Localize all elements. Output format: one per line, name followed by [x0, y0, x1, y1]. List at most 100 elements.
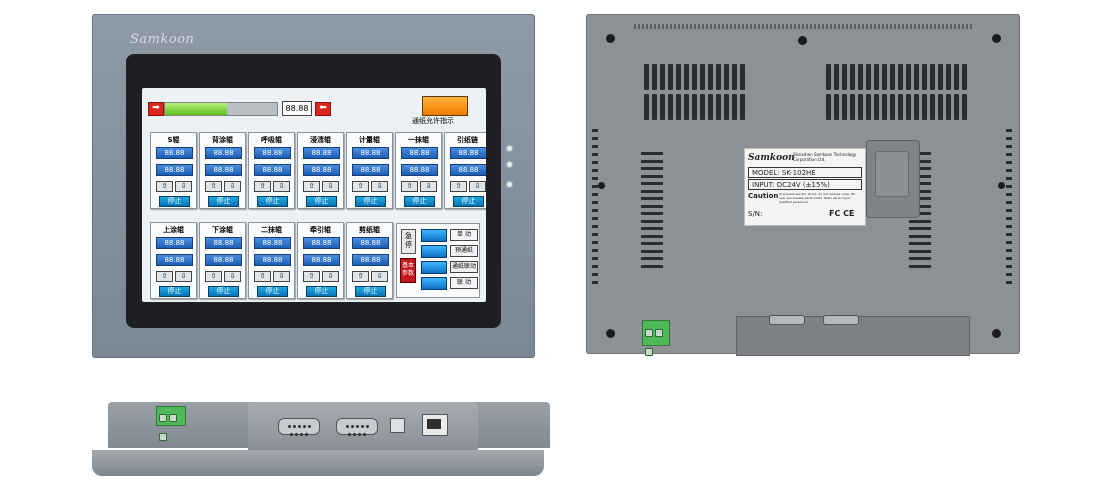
- vent-slot: [690, 24, 692, 29]
- vent-slot: [938, 64, 943, 90]
- stop-button[interactable]: 停止: [159, 196, 190, 207]
- vent-slot: [909, 197, 931, 200]
- increase-button[interactable]: ⬅: [315, 102, 331, 116]
- up-arrow-button[interactable]: ⇧: [450, 181, 467, 192]
- roller-value-2: 88.88: [156, 254, 193, 266]
- down-arrow-button[interactable]: ⇩: [175, 271, 192, 282]
- basic-param-button[interactable]: 基本参数: [400, 258, 416, 283]
- stop-button[interactable]: 停止: [257, 196, 288, 207]
- vent-slot: [834, 94, 839, 120]
- vent-slot: [1006, 249, 1012, 252]
- up-arrow-button[interactable]: ⇧: [303, 181, 320, 192]
- down-arrow-button[interactable]: ⇩: [322, 181, 339, 192]
- vent-slot: [1006, 145, 1012, 148]
- vent-slot: [962, 64, 967, 90]
- up-arrow-button[interactable]: ⇧: [401, 181, 418, 192]
- stop-button[interactable]: 停止: [355, 286, 386, 297]
- stop-button[interactable]: 停止: [404, 196, 435, 207]
- vent-slot: [914, 94, 919, 120]
- vent-slot: [670, 24, 672, 29]
- up-arrow-button[interactable]: ⇧: [254, 181, 271, 192]
- vent-slot: [652, 64, 657, 90]
- vent-slot: [930, 94, 935, 120]
- vent-slot: [592, 193, 598, 196]
- vent-slot: [946, 94, 951, 120]
- vent-slot: [592, 177, 598, 180]
- vent-slot: [962, 94, 967, 120]
- up-arrow-button[interactable]: ⇧: [156, 271, 173, 282]
- vent-slot: [658, 24, 660, 29]
- vent-slot: [774, 24, 776, 29]
- up-arrow-button[interactable]: ⇧: [352, 271, 369, 282]
- up-arrow-button[interactable]: ⇧: [156, 181, 173, 192]
- mode-prethread-button[interactable]: 预通纸: [450, 245, 478, 257]
- down-arrow-button[interactable]: ⇩: [224, 271, 241, 282]
- vent-slot: [676, 94, 681, 120]
- vent-slot: [909, 204, 931, 208]
- stop-button[interactable]: 停止: [257, 286, 288, 297]
- vent-slot: [641, 219, 663, 223]
- vent-slot: [826, 64, 831, 90]
- vent-slot: [674, 24, 676, 29]
- vent-slot: [592, 217, 598, 220]
- stop-button[interactable]: 停止: [306, 286, 337, 297]
- up-arrow-button[interactable]: ⇧: [205, 271, 222, 282]
- down-arrow-button[interactable]: ⇩: [224, 181, 241, 192]
- up-arrow-button[interactable]: ⇧: [205, 181, 222, 192]
- emergency-stop-button[interactable]: 急停: [401, 229, 416, 254]
- vent-slot: [806, 24, 808, 29]
- vent-slot: [906, 94, 911, 120]
- roller-value-1: 88.88: [352, 237, 389, 249]
- stop-button[interactable]: 停止: [306, 196, 337, 207]
- stop-button[interactable]: 停止: [159, 286, 190, 297]
- control-box: 急停 基本参数 单 动 预通纸 通纸联动 联 动: [396, 223, 480, 298]
- mode-link-button[interactable]: 联 动: [450, 277, 478, 289]
- vent-slot: [738, 24, 740, 29]
- roller-value-1: 88.88: [254, 147, 291, 159]
- vent-slot: [694, 24, 696, 29]
- down-arrow-button[interactable]: ⇩: [420, 181, 437, 192]
- down-arrow-button[interactable]: ⇩: [371, 271, 388, 282]
- roller-value-1: 88.88: [254, 237, 291, 249]
- down-arrow-button[interactable]: ⇩: [322, 271, 339, 282]
- vent-slot: [838, 24, 840, 29]
- vent-slot: [1006, 241, 1012, 244]
- vent-slot: [934, 24, 936, 29]
- vent-slot: [654, 24, 656, 29]
- vent-slot: [946, 64, 951, 90]
- decrease-button[interactable]: ➡: [148, 102, 164, 116]
- vent-slot: [909, 152, 931, 155]
- up-arrow-button[interactable]: ⇧: [254, 271, 271, 282]
- up-arrow-button[interactable]: ⇧: [352, 181, 369, 192]
- down-arrow-button[interactable]: ⇩: [273, 181, 290, 192]
- down-arrow-button[interactable]: ⇩: [273, 271, 290, 282]
- vent-slot: [698, 24, 700, 29]
- vent-slot: [1006, 217, 1012, 220]
- roller-title: 剪纸辊: [359, 226, 380, 234]
- stop-button[interactable]: 停止: [453, 196, 484, 207]
- roller-title: 计量辊: [359, 136, 380, 144]
- vent-slot: [652, 94, 657, 120]
- mode-thread-link-button[interactable]: 通纸联动: [450, 261, 478, 273]
- up-arrow-button[interactable]: ⇧: [303, 271, 320, 282]
- mount-hole: [606, 329, 615, 338]
- down-arrow-button[interactable]: ⇩: [469, 181, 486, 192]
- vent-slot: [641, 249, 663, 253]
- roller-title: 引纸链: [457, 136, 478, 144]
- vent-slot: [870, 24, 872, 29]
- vent-slot: [592, 137, 598, 140]
- stop-button[interactable]: 停止: [208, 286, 239, 297]
- mode-single-button[interactable]: 单 动: [450, 229, 478, 241]
- vent-slot: [882, 24, 884, 29]
- top-vent: [634, 24, 974, 32]
- stop-button[interactable]: 停止: [208, 196, 239, 207]
- status-led: [507, 182, 512, 187]
- vent-slot: [641, 242, 663, 245]
- down-arrow-button[interactable]: ⇩: [175, 181, 192, 192]
- roller-title: 呼吸辊: [261, 136, 282, 144]
- stop-button[interactable]: 停止: [355, 196, 386, 207]
- vent-slot: [854, 24, 856, 29]
- down-arrow-button[interactable]: ⇩: [371, 181, 388, 192]
